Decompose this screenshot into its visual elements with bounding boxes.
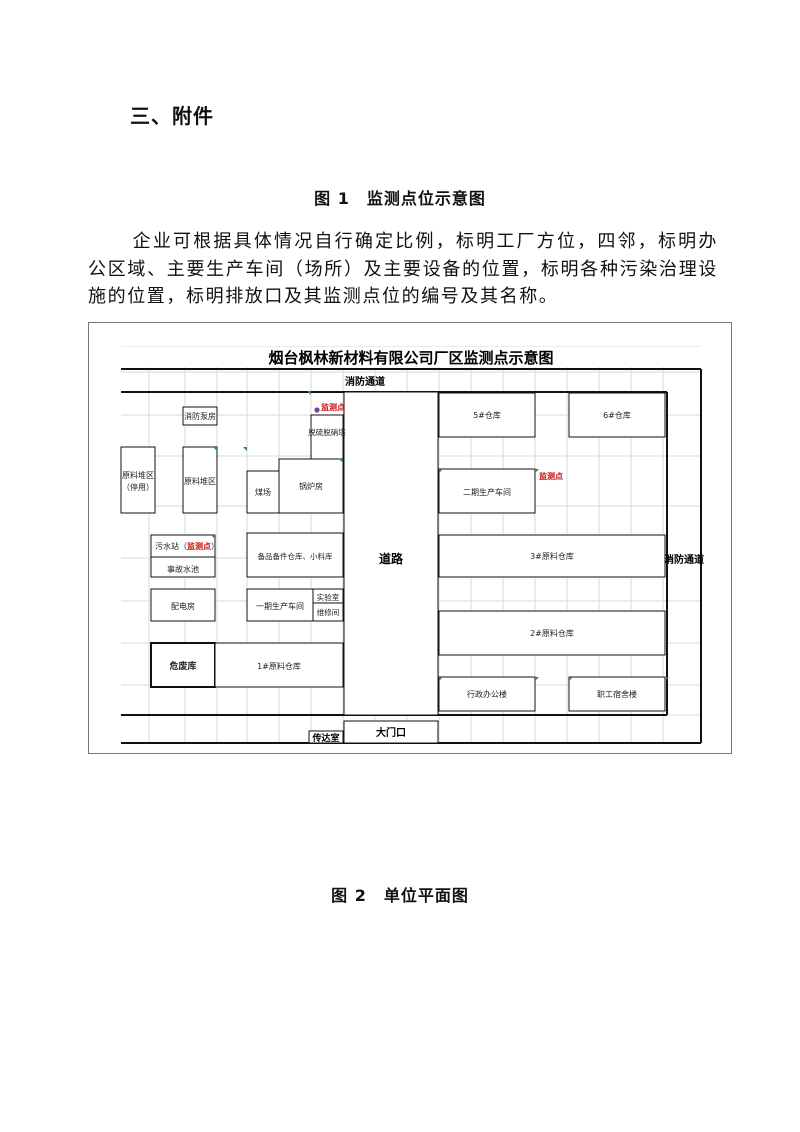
raw-warehouse-2-label: 2#原料仓库	[530, 628, 574, 638]
fire-lane-top-label: 消防通道	[345, 375, 385, 388]
hazardous-waste-label: 危废库	[168, 660, 196, 672]
repair-room-label: 维修间	[317, 607, 340, 617]
warehouse-5-label: 5#仓库	[473, 410, 501, 420]
main-gate	[343, 720, 439, 744]
monitor-point-label-2: 监测点	[539, 471, 563, 481]
road-label: 道路	[379, 551, 404, 566]
corner-markers	[211, 391, 669, 681]
raw-material-yard-label: 原料堆区	[184, 476, 216, 486]
workshop-1-label: 一期生产车间	[256, 601, 304, 611]
raw-material-standby-label-2: （停用）	[122, 482, 154, 492]
site-map-frame: 烟台枫林新材料有限公司厂区监测点示意图 消防通道 消防通道 道路 大门口 传达室	[88, 322, 732, 754]
instruction-paragraph: 企业可根据具体情况自行确定比例，标明工厂方位，四邻，标明办公区域、主要生产车间（…	[88, 228, 718, 311]
power-room-label: 配电房	[171, 601, 195, 611]
raw-material-yard	[182, 446, 218, 514]
warehouse-6-label: 6#仓库	[603, 410, 631, 420]
raw-warehouse-1-label: 1#原料仓库	[257, 661, 301, 671]
sewage-label-prefix: 污水站（	[155, 541, 187, 551]
sewage-station-label: 污水站（监测点）	[155, 541, 219, 551]
admin-building	[438, 676, 536, 712]
map-title: 烟台枫林新材料有限公司厂区监测点示意图	[268, 349, 553, 367]
power-distribution-room	[150, 588, 216, 622]
sewage-monitor-label: 监测点	[187, 541, 211, 551]
raw-material-yard-standby	[120, 446, 156, 514]
workshop-phase-2	[438, 468, 536, 514]
dormitory-label: 职工宿舍楼	[597, 689, 637, 699]
site-map: 烟台枫林新材料有限公司厂区监测点示意图 消防通道 消防通道 道路 大门口 传达室	[120, 346, 704, 744]
repair-room	[312, 602, 344, 622]
workshop-2-label: 二期生产车间	[463, 487, 511, 497]
raw-warehouse-1	[214, 642, 344, 688]
raw-warehouse-3	[438, 534, 666, 578]
fire-lane-right-label: 消防通道	[664, 553, 704, 566]
warehouse-5	[438, 392, 536, 438]
raw-material-standby-label-1: 原料堆区	[122, 470, 154, 480]
staff-dormitory	[568, 676, 666, 712]
central-road	[343, 391, 439, 716]
hazardous-waste-store	[150, 642, 216, 688]
fire-pump-room-label: 消防泵房	[184, 411, 216, 421]
accident-pool-label: 事故水池	[167, 564, 199, 574]
boiler-room-label: 锅炉房	[299, 481, 323, 491]
gate-label: 大门口	[376, 726, 406, 739]
section-heading: 三、附件	[130, 104, 214, 128]
figure-2-caption: 图 2 单位平面图	[331, 886, 469, 905]
guard-room-label: 传达室	[311, 732, 339, 744]
coal-yard	[246, 470, 280, 514]
raw-warehouse-3-label: 3#原料仓库	[530, 551, 574, 561]
admin-building-label: 行政办公楼	[467, 689, 507, 699]
figure-1-caption: 图 1 监测点位示意图	[314, 189, 486, 208]
sewage-label-suffix: ）	[211, 542, 219, 551]
instruction-text: 企业可根据具体情况自行确定比例，标明工厂方位，四邻，标明办公区域、主要生产车间（…	[88, 231, 718, 307]
warehouse-6	[568, 392, 666, 438]
raw-warehouse-2	[438, 610, 666, 656]
monitor-point-marker-1	[314, 407, 320, 413]
spare-parts-warehouse	[246, 532, 344, 578]
monitor-point-label-1: 监测点	[321, 402, 345, 412]
desulfurization-label: 脱硫脱硝塔	[308, 427, 346, 437]
guard-room	[308, 730, 344, 744]
coal-yard-label: 煤场	[255, 487, 271, 497]
boiler-room	[278, 458, 344, 514]
accident-pool	[150, 556, 216, 578]
desulfurization-tower	[310, 414, 344, 460]
lab-label: 实验室	[317, 592, 340, 602]
spare-parts-label: 备品备件仓库、小料库	[258, 551, 333, 561]
fire-pump-room	[182, 406, 218, 426]
